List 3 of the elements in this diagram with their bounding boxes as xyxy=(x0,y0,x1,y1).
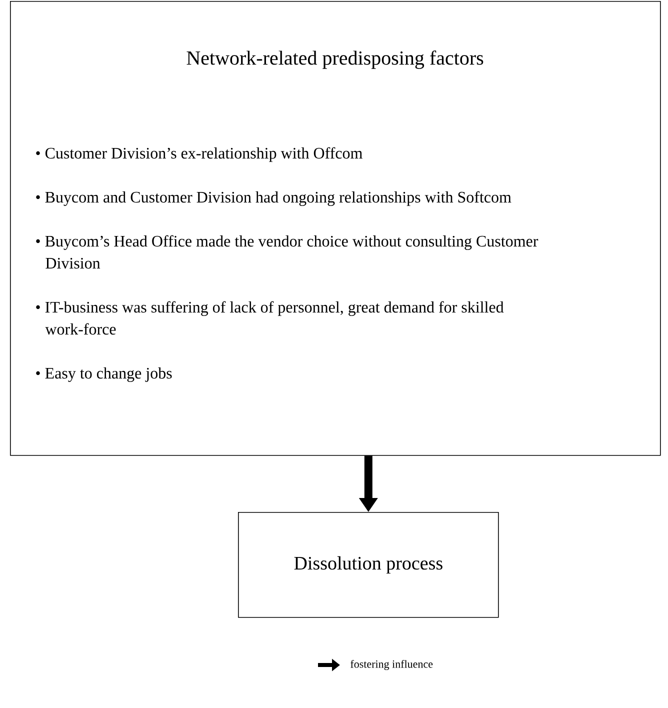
factors-box: Network-related predisposing factors • Customer Division’s ex-relationship with Offcom • Buycom and Customer Division had ongoing relationships with Softcom • Buycom’s Head Office made the vendor choice without consulting Customer Division • IT-business was suffering of lack of personnel, great demand for skilled work-force • Easy to change jobs xyxy=(10,1,661,456)
legend-label: fostering influence xyxy=(350,660,433,670)
process-box: Dissolution process xyxy=(238,512,499,618)
